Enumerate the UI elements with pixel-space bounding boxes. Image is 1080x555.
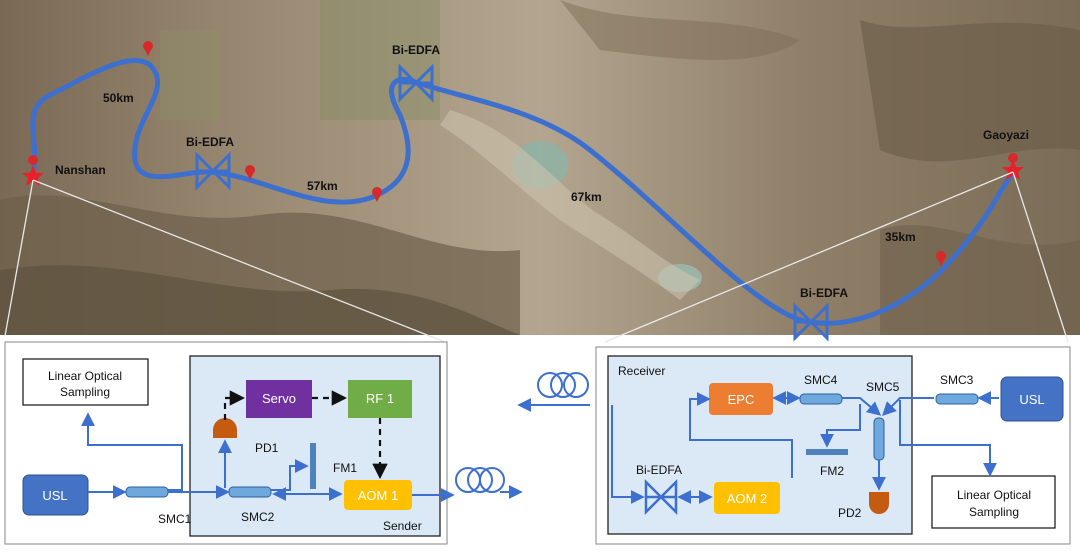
linear-sampling-label: Linear Optical <box>48 369 122 383</box>
epc-label: EPC <box>728 392 755 407</box>
location-pin-icon <box>1008 153 1018 163</box>
distance-label: 50km <box>103 91 134 105</box>
coupler-smc2 <box>228 486 272 498</box>
location-pin-icon <box>936 251 946 266</box>
linear-sampling-box <box>22 358 149 406</box>
coupler-smc4 <box>799 393 843 405</box>
amplifier-icon <box>644 478 678 516</box>
distance-label: 57km <box>307 179 338 193</box>
coupler-smc3 <box>935 393 979 405</box>
photodetector-icon <box>869 492 889 514</box>
epc-box <box>709 383 773 415</box>
location-pin-icon <box>28 155 38 165</box>
distance-label: 67km <box>571 190 602 204</box>
usl-label: USL <box>1019 392 1044 407</box>
amplifier-icon <box>793 302 829 342</box>
aom2-box <box>714 482 780 514</box>
amplifier-icon <box>398 63 434 103</box>
amplifier-icon <box>195 151 231 191</box>
linear-sampling-label: Linear Optical <box>957 488 1031 502</box>
pd1-label: PD1 <box>255 441 279 455</box>
coupler-smc5 <box>873 417 885 461</box>
photodetector-icon <box>213 418 237 438</box>
smc3-label: SMC3 <box>940 373 974 387</box>
coupler-smc1 <box>125 486 169 498</box>
location-pin-icon <box>372 187 382 202</box>
servo-box <box>246 380 312 418</box>
site-label-nanshan: Nanshan <box>55 163 106 177</box>
distance-label: 35km <box>885 230 916 244</box>
fiber-spool-icon <box>517 372 590 412</box>
rf1-label: RF 1 <box>366 391 394 406</box>
faraday-mirror-icon <box>806 449 848 455</box>
fm2-label: FM2 <box>820 464 844 478</box>
faraday-mirror-icon <box>310 443 316 489</box>
rf1-box <box>348 380 412 418</box>
sender-label: Sender <box>383 519 422 533</box>
usl-laser <box>1000 376 1064 422</box>
location-pin-icon <box>245 165 255 180</box>
bi-edfa-label: Bi-EDFA <box>636 463 682 477</box>
receiver-label: Receiver <box>618 364 665 378</box>
usl-label: USL <box>42 488 67 503</box>
zoom-lines <box>4 171 1069 343</box>
smc1-label: SMC1 <box>158 512 192 526</box>
aom1-label: AOM 1 <box>358 488 398 503</box>
pd2-label: PD2 <box>838 506 862 520</box>
site-label-gaoyazi: Gaoyazi <box>983 128 1029 142</box>
amplifier-label: Bi-EDFA <box>800 286 848 300</box>
amplifier-label: Bi-EDFA <box>186 135 234 149</box>
location-pin-icon <box>143 41 153 56</box>
fm1-label: FM1 <box>333 461 357 475</box>
smc4-label: SMC4 <box>804 373 838 387</box>
smc5-label: SMC5 <box>866 380 900 394</box>
linear-sampling-box <box>931 475 1056 529</box>
fiber-spool-icon <box>455 467 523 499</box>
aom1-box <box>344 480 412 510</box>
smc2-label: SMC2 <box>241 510 275 524</box>
linear-sampling-label: Sampling <box>60 385 110 399</box>
linear-sampling-label: Sampling <box>969 505 1019 519</box>
site-star-icon <box>22 165 44 186</box>
usl-laser <box>22 474 89 516</box>
servo-label: Servo <box>262 391 296 406</box>
satellite-map <box>0 0 1080 335</box>
aom2-label: AOM 2 <box>727 491 767 506</box>
amplifier-label: Bi-EDFA <box>392 43 440 57</box>
